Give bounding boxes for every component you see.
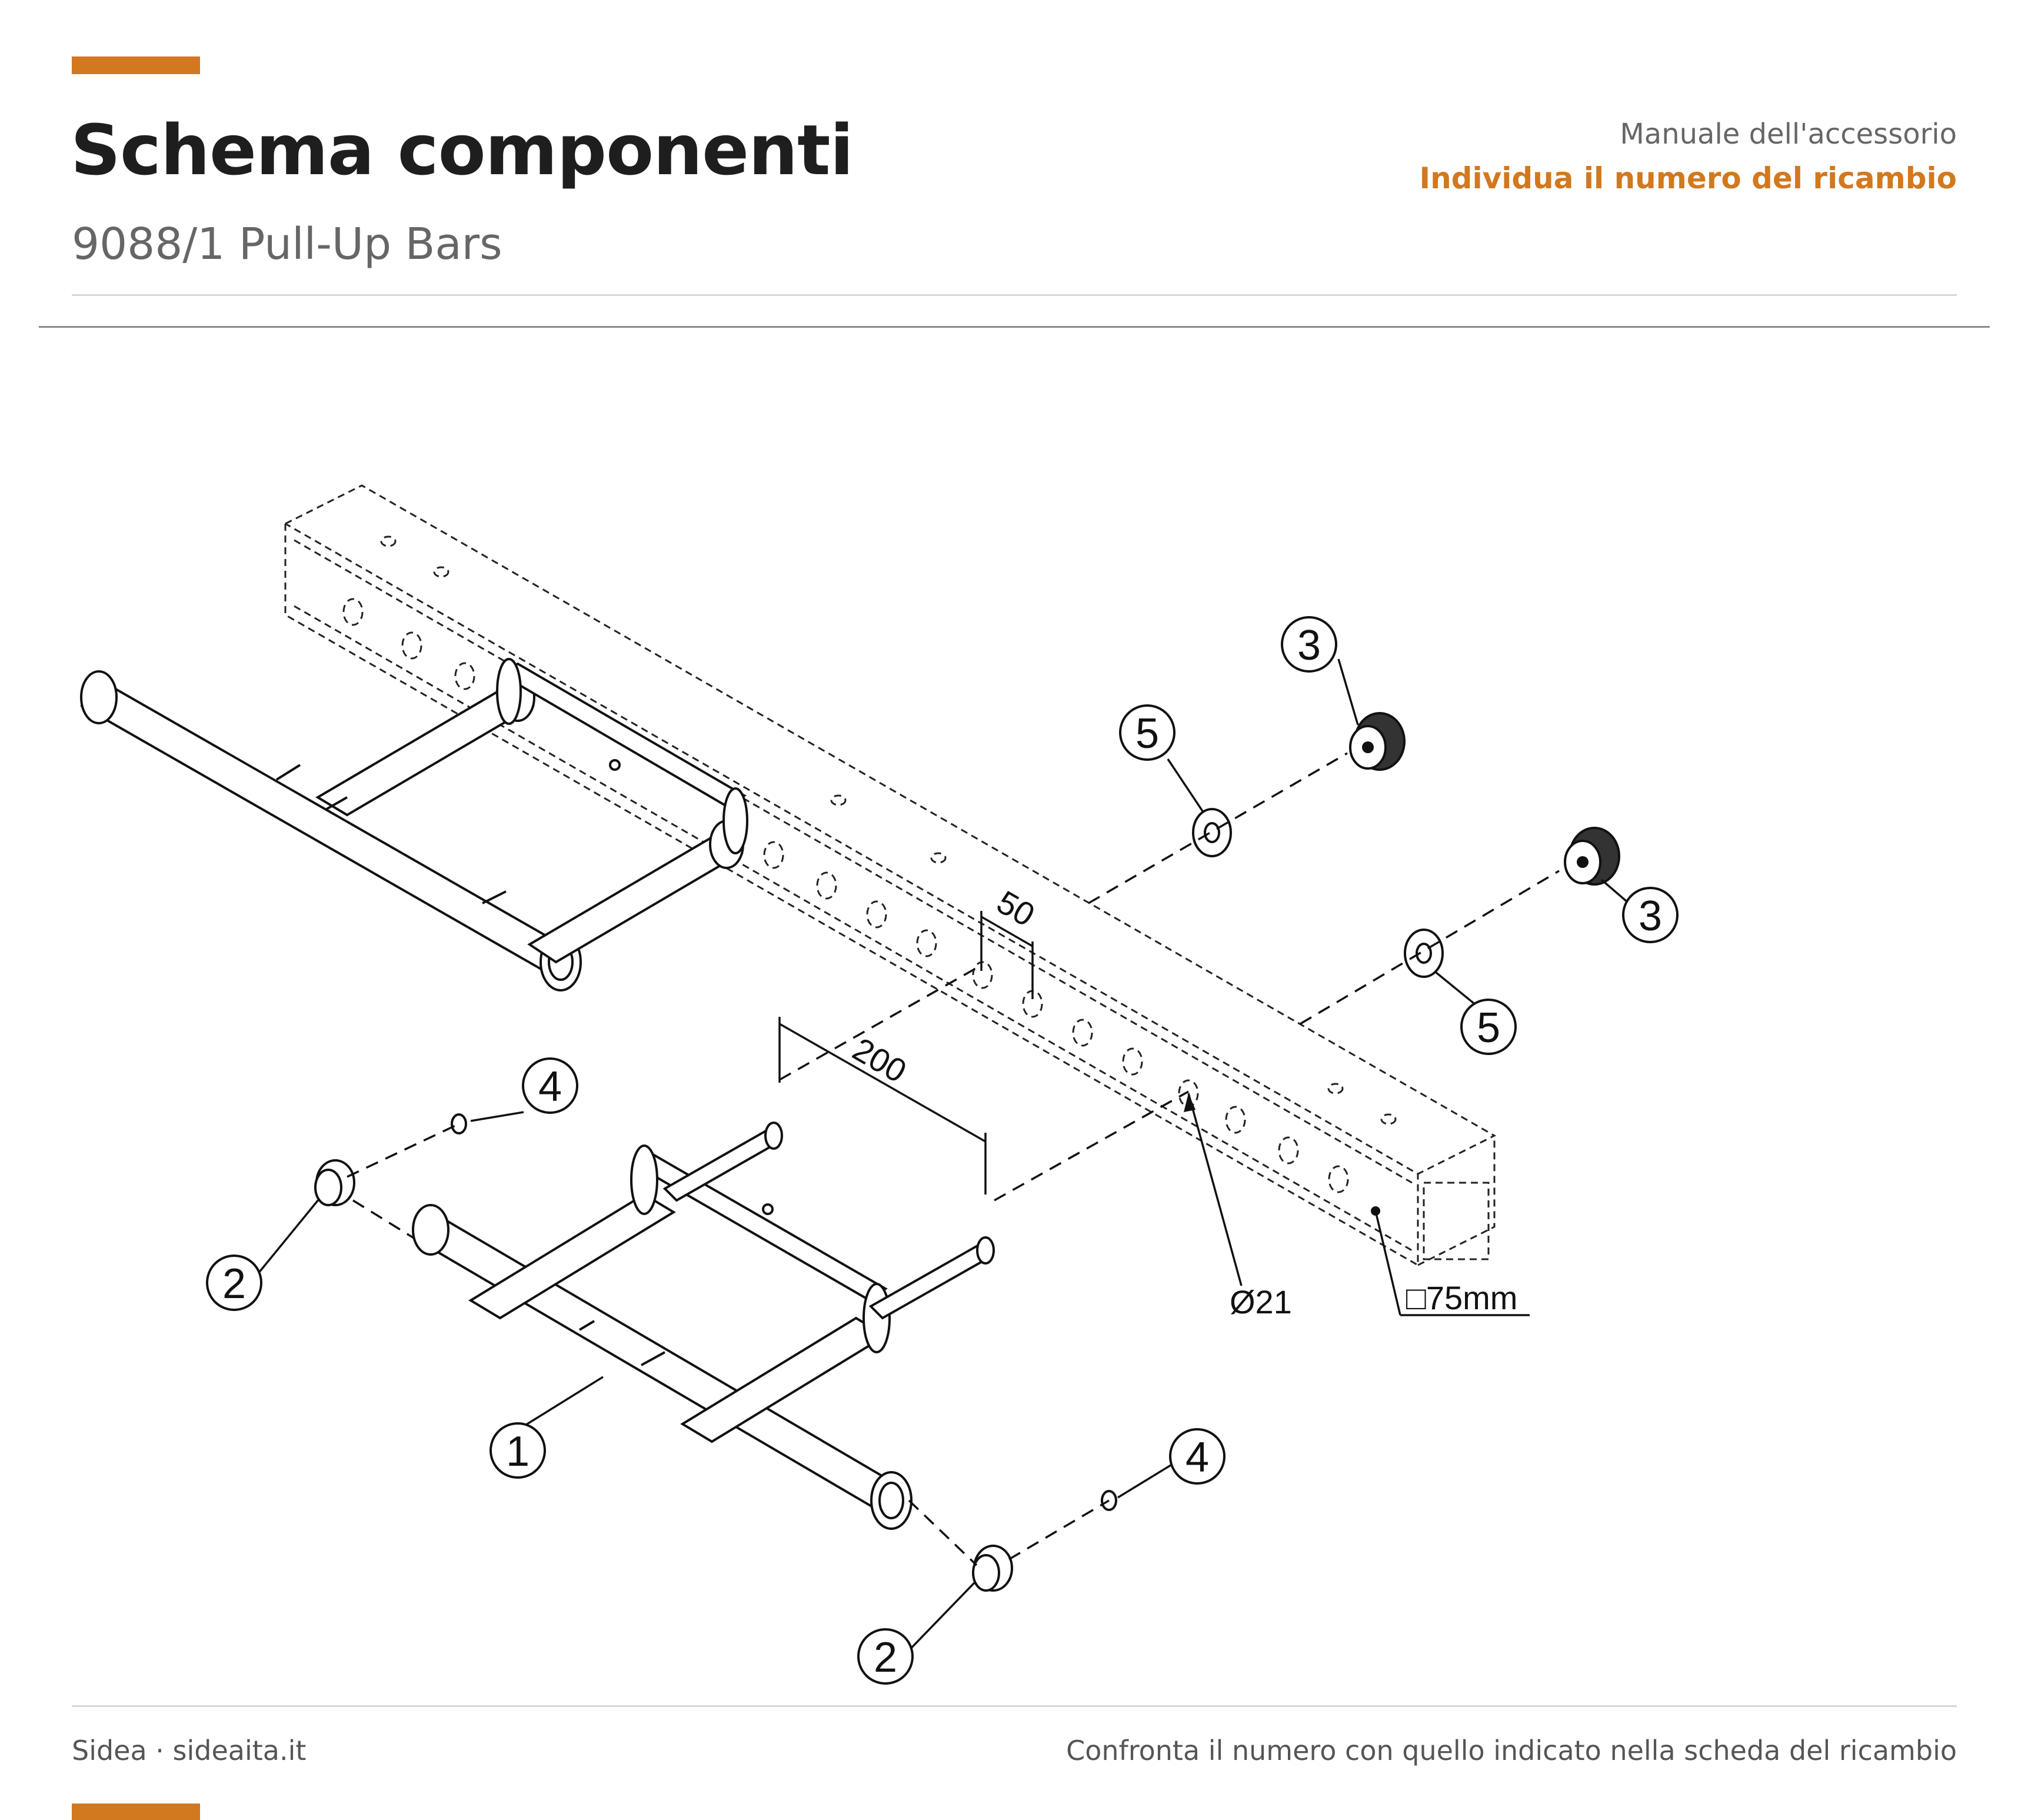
callout-5-upper: 5 xyxy=(1119,704,1175,761)
dimension-hole-diameter: Ø21 xyxy=(1184,1093,1292,1320)
set-screw-upper xyxy=(451,1113,467,1134)
page-title: Schema componenti xyxy=(71,109,854,191)
exploded-pull-up-bar xyxy=(412,1122,995,1530)
callout-3-lower-label: 3 xyxy=(1639,893,1662,940)
manual-label: Manuale dell'accessorio xyxy=(1620,118,1957,151)
spare-part-cta: Individua il numero del ricambio xyxy=(1419,161,1957,195)
tube-section-label: □75mm xyxy=(1406,1279,1517,1316)
main-divider xyxy=(39,326,1990,328)
callout-5-lower: 5 xyxy=(1460,999,1517,1055)
callout-4-upper-label: 4 xyxy=(538,1063,562,1110)
callout-4-lower: 4 xyxy=(1169,1428,1226,1485)
washer-upper xyxy=(1192,808,1232,857)
header-divider xyxy=(72,294,1957,296)
callout-2-upper-label: 2 xyxy=(222,1260,246,1307)
exploded-parts-diagram: 50 200 Ø21 □75mm 1 2 xyxy=(79,484,1679,1685)
callout-leaders xyxy=(252,658,1628,1658)
dimension-200-label: 200 xyxy=(847,1030,913,1090)
callout-3-upper-label: 3 xyxy=(1297,622,1321,669)
square-tube-outline xyxy=(284,484,1497,1267)
callout-4-lower-label: 4 xyxy=(1186,1434,1209,1481)
accent-bar-bottom xyxy=(72,1804,200,1820)
callout-3-lower: 3 xyxy=(1622,887,1679,943)
callout-5-lower-label: 5 xyxy=(1477,1004,1500,1052)
callout-1: 1 xyxy=(489,1422,546,1479)
callout-4-upper: 4 xyxy=(522,1057,578,1114)
dimension-tube-section: □75mm xyxy=(1371,1206,1530,1316)
callout-1-label: 1 xyxy=(506,1428,530,1475)
end-cap-right xyxy=(972,1545,1013,1592)
callout-3-upper: 3 xyxy=(1281,616,1337,673)
knob-lower xyxy=(1564,827,1620,886)
end-cap-left xyxy=(314,1159,355,1206)
washer-lower xyxy=(1404,929,1444,978)
accent-bar-top xyxy=(72,56,200,74)
footer-note: Confronta il numero con quello indicato … xyxy=(1066,1735,1957,1766)
callout-2-upper: 2 xyxy=(206,1255,262,1311)
footer-brand: Sidea · sideaita.it xyxy=(72,1735,307,1766)
mounted-pull-up-bar xyxy=(79,658,748,991)
footer-divider xyxy=(72,1705,1957,1707)
callout-2-lower-label: 2 xyxy=(874,1634,897,1681)
callout-5-upper-label: 5 xyxy=(1135,710,1159,757)
header-info: Manuale dell'accessorio Individua il num… xyxy=(1419,118,1957,195)
knob-upper xyxy=(1349,712,1406,771)
dimension-bar-spacing: 200 xyxy=(778,1017,987,1195)
callout-2-lower: 2 xyxy=(857,1628,914,1685)
product-subtitle: 9088/1 Pull-Up Bars xyxy=(72,219,502,269)
tube-holes xyxy=(342,535,1397,1193)
assembly-lines xyxy=(347,752,1560,1566)
diameter-label: Ø21 xyxy=(1230,1283,1292,1320)
